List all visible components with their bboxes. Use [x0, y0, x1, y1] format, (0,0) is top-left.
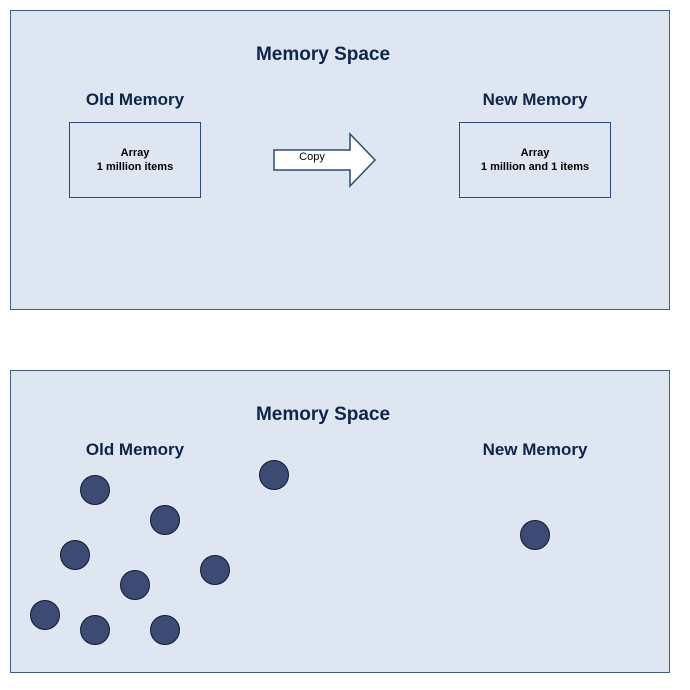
new-memory-label-bottom: New Memory: [482, 440, 588, 459]
old-array-size: 1 million items: [96, 161, 174, 173]
panel-title-bottom: Memory Space: [255, 404, 391, 425]
new-memory-item-dot: [520, 520, 550, 550]
old-memory-label: Old Memory: [85, 90, 185, 109]
old-array-box: Array 1 million items: [69, 122, 201, 198]
memory-space-panel-bottom: [10, 370, 670, 673]
old-array-title: Array: [120, 147, 150, 159]
memory-item-dot: [120, 570, 150, 600]
memory-item-dot: [60, 540, 90, 570]
memory-item-dot: [150, 505, 180, 535]
new-memory-label: New Memory: [482, 90, 588, 109]
new-array-title: Array: [520, 147, 550, 159]
panel-title: Memory Space: [255, 44, 391, 65]
new-array-size: 1 million and 1 items: [480, 161, 590, 173]
copy-arrow: [273, 132, 377, 188]
memory-item-dot: [150, 615, 180, 645]
new-array-box: Array 1 million and 1 items: [459, 122, 611, 198]
memory-item-dot: [200, 555, 230, 585]
memory-item-dot: [30, 600, 60, 630]
old-memory-label-bottom: Old Memory: [85, 440, 185, 459]
copy-label: Copy: [299, 151, 325, 163]
memory-item-dot: [80, 615, 110, 645]
memory-item-dot: [80, 475, 110, 505]
memory-item-dot: [259, 460, 289, 490]
